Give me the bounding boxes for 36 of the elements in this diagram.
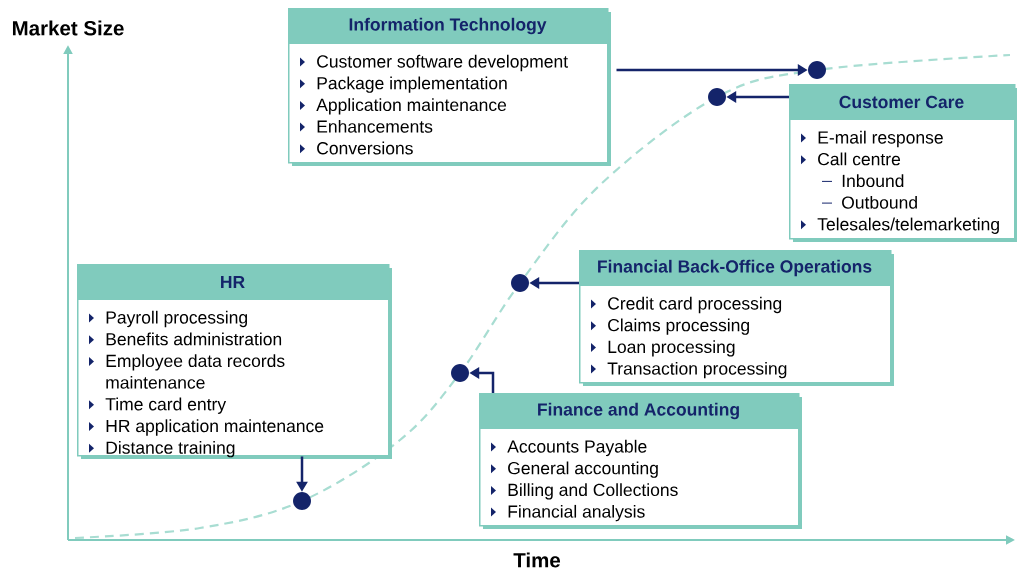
list-item: Time card entry — [89, 397, 227, 414]
list-item: Credit card processing — [591, 296, 782, 314]
list-item: Benefits administration — [89, 332, 282, 346]
list-item: Telesales/telemarketing — [801, 217, 999, 234]
list-item: HR application maintenance — [89, 419, 324, 436]
list-item: Accounts Payable — [491, 439, 647, 457]
list-item: E-mail response — [801, 130, 943, 148]
text-box — [479, 393, 802, 529]
axis-label: Market Size — [12, 20, 124, 36]
text-box — [789, 84, 1017, 242]
list-item: Distance training — [89, 441, 235, 458]
list-item: Claims processing — [591, 318, 749, 335]
list-item: Call centre — [801, 152, 901, 166]
list-item: Inbound — [821, 174, 904, 188]
list-item: Application maintenance — [300, 98, 507, 115]
axis-label: Time — [513, 552, 561, 568]
list-item: Billing and Collections — [491, 483, 678, 500]
list-item: Loan processing — [591, 340, 735, 357]
text-box — [288, 8, 611, 166]
box-heading: Financial Back-Office Operations — [598, 259, 872, 277]
list-item: Employee data records maintenance — [89, 354, 285, 389]
list-item: Transaction processing — [591, 361, 787, 379]
list-item: Enhancements — [300, 119, 433, 133]
box-heading: Finance and Accounting — [538, 402, 739, 420]
text-box — [579, 250, 894, 386]
list-item: Outbound — [821, 195, 917, 209]
text-box — [77, 264, 392, 459]
box-heading: Customer Care — [839, 95, 964, 109]
box-heading: HR — [221, 275, 245, 288]
list-item: Customer software development — [300, 54, 568, 72]
list-item: Package implementation — [300, 76, 507, 93]
box-heading: Information Technology — [349, 17, 547, 35]
list-item: Financial analysis — [491, 504, 645, 522]
list-item: General accounting — [491, 461, 658, 478]
list-item: Payroll processing — [89, 310, 248, 328]
list-item: Conversions — [300, 141, 413, 155]
